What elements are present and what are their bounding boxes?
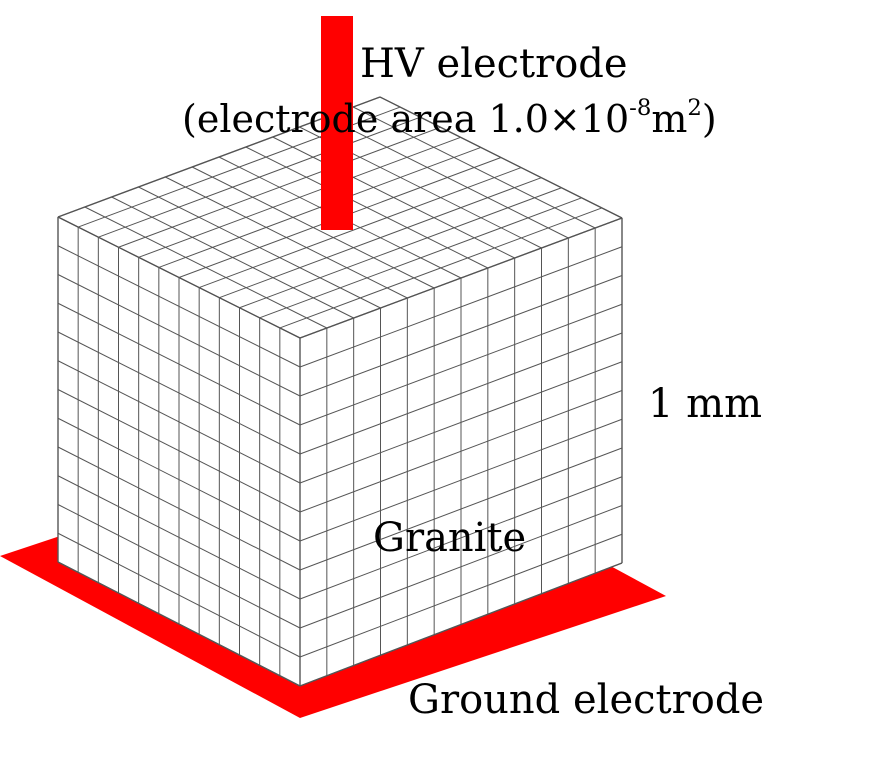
mesh-line-top — [352, 106, 596, 229]
times-sign: × — [548, 97, 581, 141]
dimension-label: 1 mm — [648, 381, 763, 427]
mesh-line-left — [57, 504, 301, 629]
mesh-line-top — [279, 207, 603, 329]
area-exponent: -8 — [629, 94, 652, 121]
area-unit-exponent: 2 — [687, 94, 702, 121]
granite-label: Granite — [373, 515, 527, 561]
hv-electrode-rod — [321, 16, 353, 230]
ground-electrode-label: Ground electrode — [408, 677, 765, 723]
area-base: 10 — [580, 97, 630, 141]
cube-edge — [57, 216, 301, 339]
mesh-line-right — [299, 533, 623, 658]
electrode-area-label: (electrode area 1.0×10-8m2) — [182, 97, 717, 141]
cube-edge — [379, 96, 623, 219]
hv-electrode-label: HV electrode — [360, 41, 628, 87]
mesh-line-top — [326, 116, 569, 239]
electrode-area-suffix: ) — [701, 97, 717, 141]
area-unit: m — [651, 97, 688, 141]
electrode-area-prefix: (electrode area 1.0 — [182, 97, 549, 141]
cube-edge — [299, 562, 623, 687]
mesh-line-right — [299, 505, 623, 629]
cube-edge — [57, 561, 301, 687]
cube-edge — [299, 217, 623, 339]
mesh-line-left — [57, 532, 301, 658]
